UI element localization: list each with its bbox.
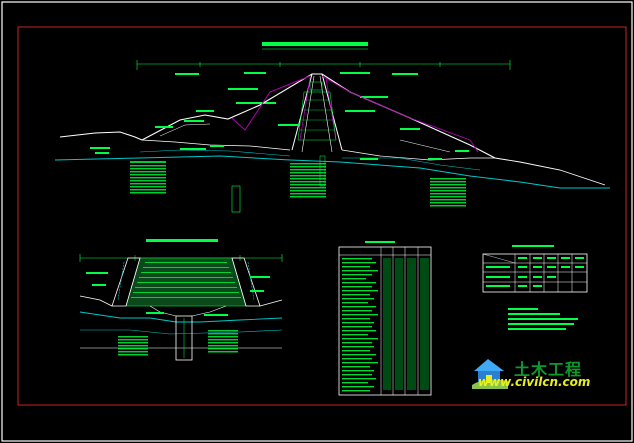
detail-section <box>79 239 283 361</box>
dam-outline <box>141 73 496 159</box>
downstream-bank <box>494 157 606 186</box>
main-section-title <box>262 42 368 46</box>
main-dam-section <box>54 42 610 213</box>
parameters-table <box>482 245 588 330</box>
materials-table <box>338 241 432 396</box>
borehole-logs <box>130 161 466 207</box>
inner-frame <box>17 26 627 406</box>
house-icon <box>472 359 508 389</box>
magenta-zone-lines <box>231 75 311 131</box>
civilcn-watermark: 土木工程 www.civilcn.com <box>470 355 591 391</box>
detail-ground <box>79 311 283 323</box>
detail-section-title <box>146 239 218 242</box>
drawing-notes <box>508 308 578 330</box>
ground-line <box>54 155 610 189</box>
watermark-url: www.civilcn.com <box>478 375 591 389</box>
watermark-title: 土木工程 <box>514 360 583 379</box>
upstream-bank <box>59 131 143 141</box>
